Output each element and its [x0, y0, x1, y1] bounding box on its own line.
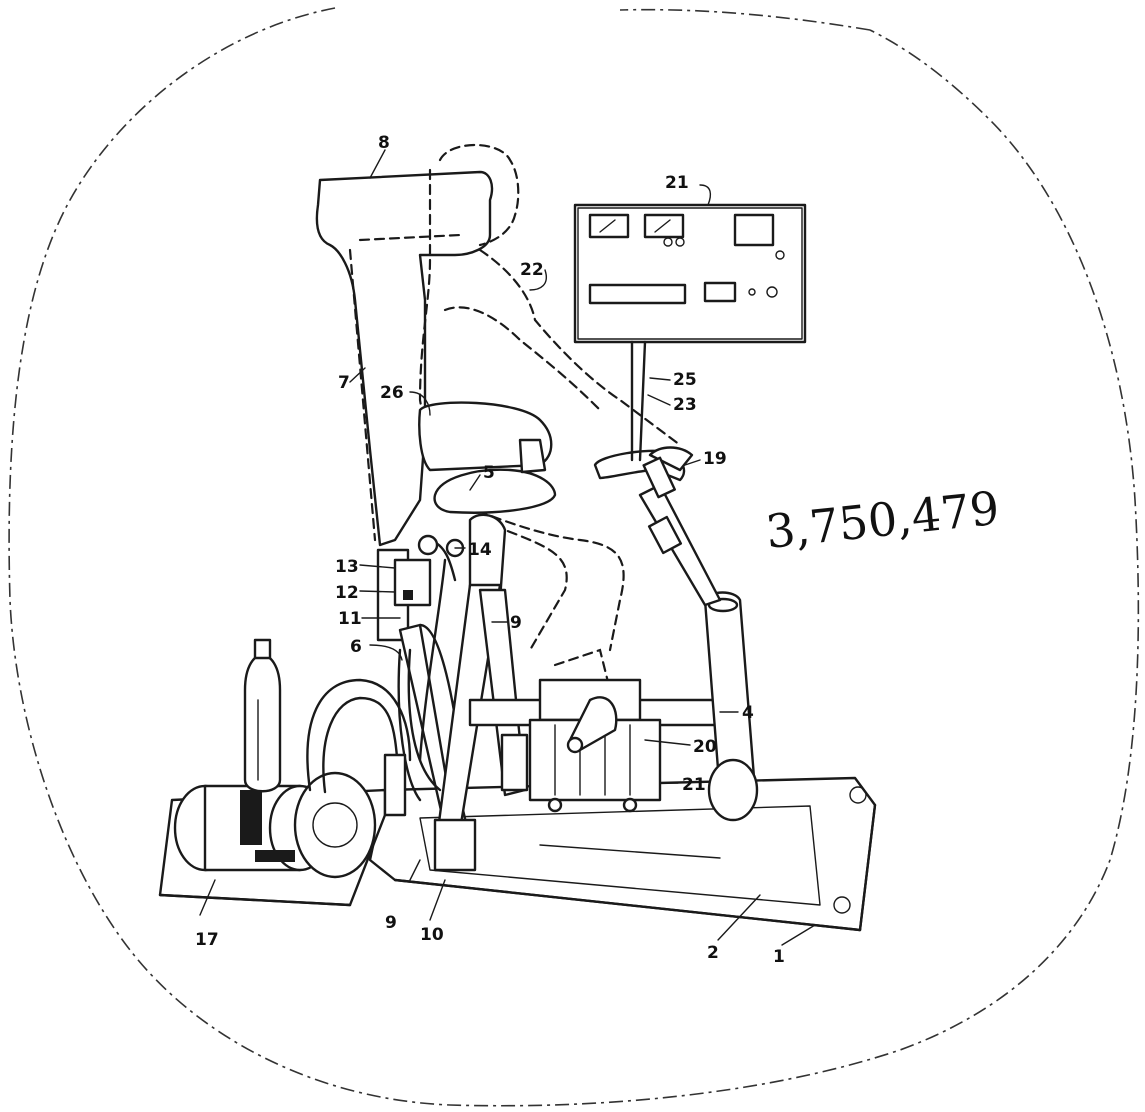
ref-label-12: 12 [335, 583, 359, 603]
pedal-resistance-unit [468, 678, 722, 813]
ref-label-1: 1 [773, 947, 785, 967]
ref-label-9-lower: 9 [385, 913, 397, 933]
reference-labels: 8 21 22 7 26 25 23 19 5 14 13 12 11 6 9 … [195, 133, 785, 967]
ref-label-8: 8 [378, 133, 390, 153]
ref-label-23: 22 [520, 260, 544, 280]
pump-motor-unit [158, 638, 412, 907]
ref-label-6: 6 [350, 637, 362, 657]
ref-label-19: 19 [703, 449, 727, 469]
ref-label-17: 17 [195, 930, 219, 950]
ref-label-9-upper: 9 [510, 613, 522, 633]
ref-label-24: 23 [673, 395, 697, 415]
ref-label-20: 20 [693, 737, 717, 757]
ref-label-5: 5 [483, 463, 495, 483]
ref-label-11: 11 [338, 609, 362, 629]
ref-label-26: 26 [380, 383, 404, 403]
figure-outline [8, 7, 1140, 1107]
ref-label-7: 7 [338, 373, 350, 393]
handlebar-column [593, 446, 759, 822]
ref-label-25: 25 [673, 370, 697, 390]
seat-back [315, 170, 494, 547]
ref-label-14: 14 [468, 540, 492, 560]
leader-lines [199, 149, 816, 946]
seat-cushions [418, 401, 557, 514]
ref-label-4: 4 [742, 703, 754, 723]
base-platform [368, 776, 877, 932]
control-console [573, 203, 807, 462]
ref-label-21: 21 [682, 775, 706, 795]
ref-label-22: 21 [665, 173, 689, 193]
handwritten-patent-number: 3,750,479 [763, 481, 1001, 559]
ref-label-13: 13 [335, 557, 359, 577]
ref-label-2: 2 [707, 943, 719, 963]
ref-label-10: 10 [420, 925, 444, 945]
